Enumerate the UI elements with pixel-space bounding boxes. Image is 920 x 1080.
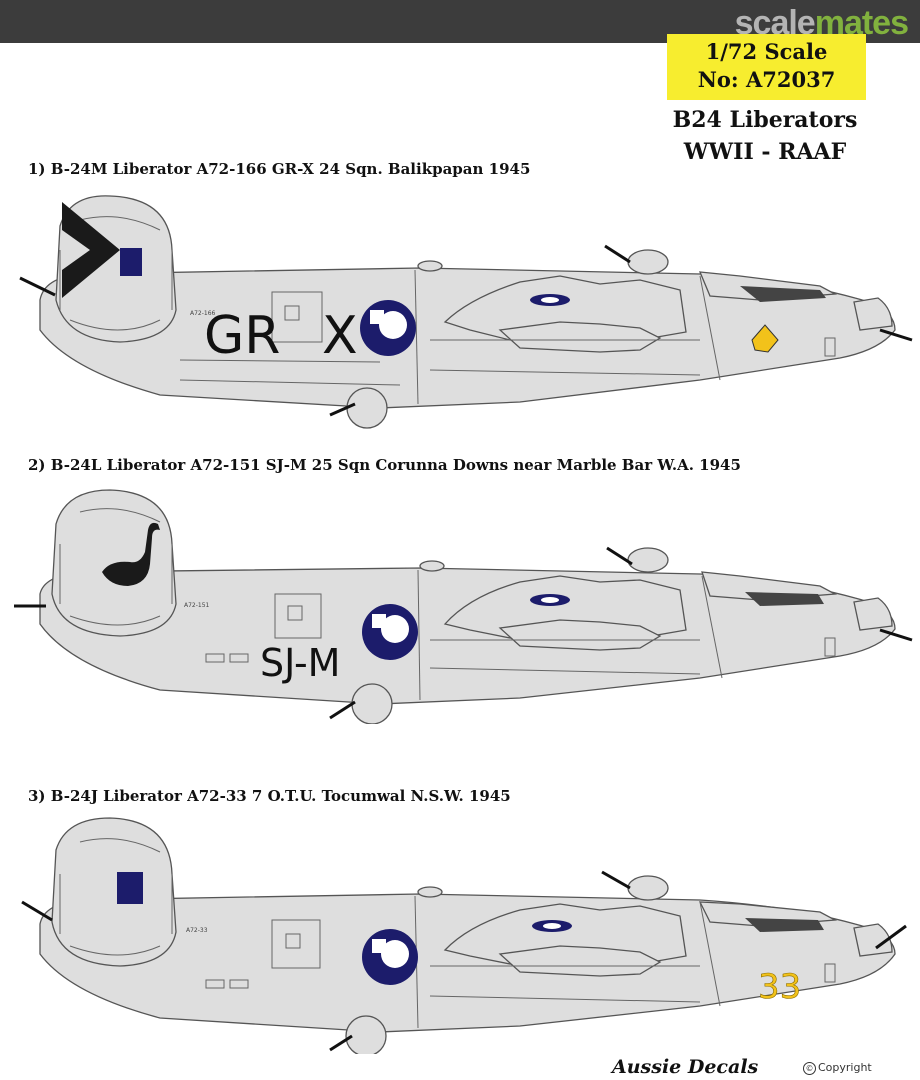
- copyright-text: Copyright: [818, 1061, 872, 1074]
- title-line2: WWII - RAAF: [683, 139, 847, 165]
- brand-footer: Aussie Decals: [612, 1056, 759, 1078]
- copyright-icon: ©: [803, 1062, 816, 1075]
- profile-1-caption: 1) B-24M Liberator A72-166 GR-X 24 Sqn. …: [28, 160, 531, 178]
- nose-number-33: 33: [758, 967, 801, 1007]
- scale-box: 1/72 Scale No: A72037: [667, 34, 866, 100]
- profile-2-caption: 2) B-24L Liberator A72-151 SJ-M 25 Sqn C…: [28, 456, 741, 474]
- copyright-notice: ©Copyright: [803, 1061, 872, 1075]
- sheet-title: B24 Liberators WWII - RAAF: [640, 104, 890, 168]
- code-gr: GR: [204, 306, 280, 366]
- code-sjm: SJ-M: [260, 641, 340, 685]
- scalemates-watermark: scalemates: [735, 4, 909, 43]
- profile-1-aircraft: GR X A72-166: [19, 195, 913, 429]
- profile-3-caption: 3) B-24J Liberator A72-33 7 O.T.U. Tocum…: [28, 787, 511, 805]
- serial-2: A72-151: [184, 602, 210, 609]
- profile-2-aircraft: SJ-M A72-151: [14, 489, 913, 724]
- profile-3-aircraft: 33 A72-33: [21, 817, 907, 1054]
- serial-3: A72-33: [186, 927, 208, 934]
- code-x: X: [322, 306, 358, 366]
- scale-label: 1/72 Scale: [705, 39, 828, 64]
- kit-number: No: A72037: [697, 67, 836, 92]
- serial-1: A72-166: [190, 310, 216, 317]
- title-line1: B24 Liberators: [672, 107, 858, 133]
